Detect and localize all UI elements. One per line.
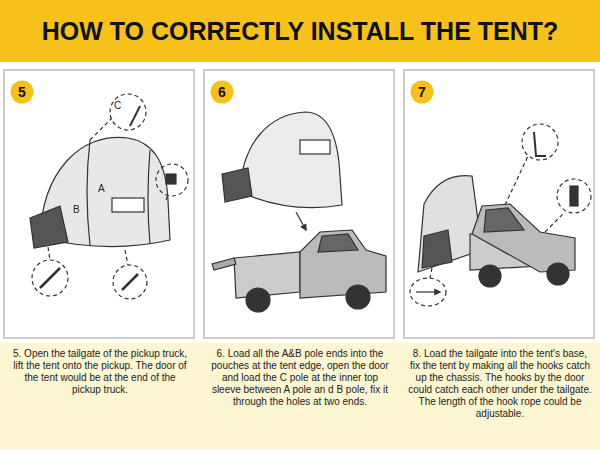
- panel: [4, 70, 194, 338]
- pole-letter: C: [114, 100, 124, 112]
- installed-tent: [410, 124, 591, 306]
- pole-letter: A: [98, 183, 108, 195]
- panel: [404, 70, 594, 338]
- pole-letter: B: [73, 204, 83, 216]
- caption-band: [0, 342, 600, 450]
- step-caption: 8. Load the tailgate into the tent's bas…: [408, 348, 592, 420]
- title: HOW TO CORRECTLY INSTALL THE TENT?: [0, 0, 600, 62]
- step-number: 5: [10, 80, 34, 104]
- step-caption: 5. Open the tailgate of the pickup truck…: [10, 348, 190, 396]
- step-number-text: 5: [10, 80, 34, 104]
- tent-drawing: [30, 94, 188, 299]
- step-caption: 6. Load all the A&B pole ends into the p…: [208, 348, 392, 408]
- panel: [204, 70, 394, 338]
- step-number: 7: [410, 80, 434, 104]
- title-bar: [0, 0, 600, 62]
- step-number-text: 7: [410, 80, 434, 104]
- step-number-text: 6: [210, 80, 234, 104]
- tent-and-truck: [212, 112, 386, 312]
- step-number: 6: [210, 80, 234, 104]
